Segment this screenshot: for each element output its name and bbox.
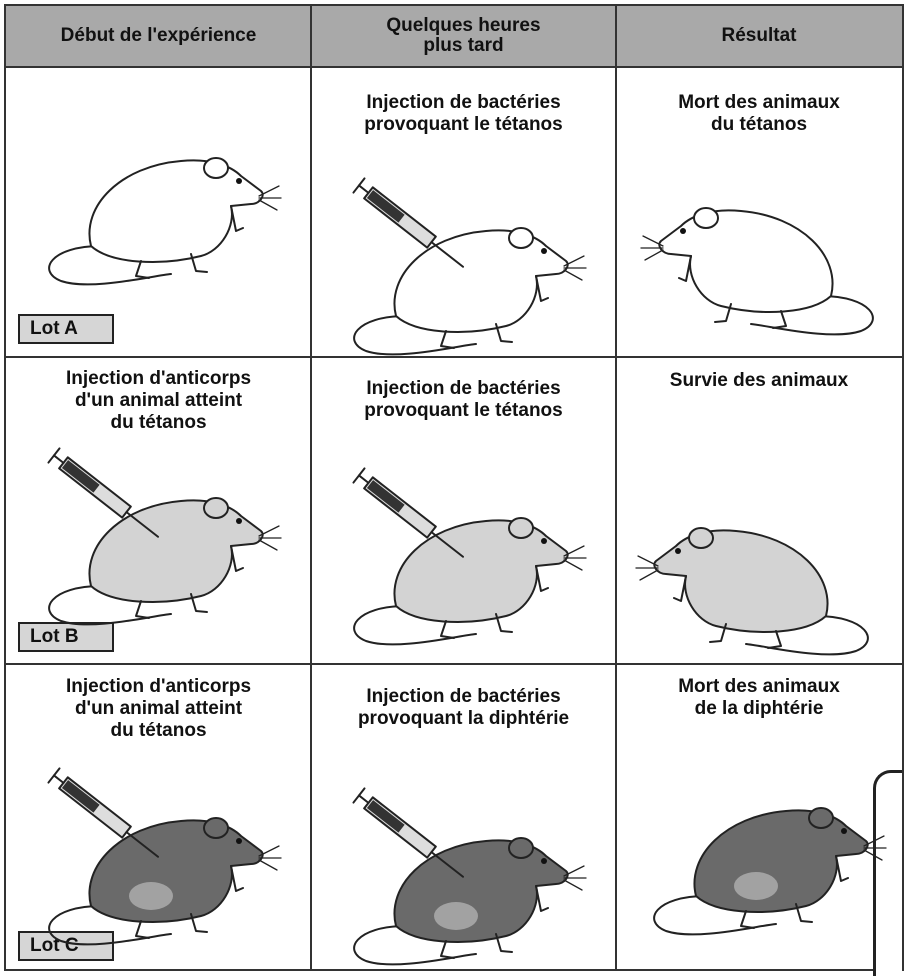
row-b-col1-line1: Injection d'anticorps bbox=[65, 368, 252, 389]
row-divider-1 bbox=[6, 356, 902, 358]
row-a-col2-line2: provoquant le tétanos bbox=[364, 114, 563, 135]
row-b-col2-line2: provoquant le tétanos bbox=[364, 400, 563, 421]
experiment-table: Début de l'expérience Quelques heures pl… bbox=[4, 4, 904, 976]
row-c-col1-line1: Injection d'anticorps bbox=[65, 676, 252, 697]
column-divider-1 bbox=[310, 6, 312, 969]
header-quelques-heures-line2: plus tard bbox=[423, 35, 504, 56]
row-a-col2-line1: Injection de bactéries bbox=[366, 92, 561, 113]
row-a-col3-text: Mort des animaux du tétanos bbox=[616, 92, 902, 136]
row-c-col3-line2: de la diphtérie bbox=[694, 698, 824, 719]
row-c-col1-line2: d'un animal atteint bbox=[74, 698, 243, 719]
lot-a-label: Lot A bbox=[30, 318, 78, 339]
row-b-col1-line2: d'un animal atteint bbox=[74, 390, 243, 411]
mouse-a-dead bbox=[640, 207, 874, 336]
lot-c-badge: Lot C bbox=[18, 931, 114, 961]
row-b-col2-text: Injection de bactéries provoquant le tét… bbox=[311, 378, 616, 422]
header-debut: Début de l'expérience bbox=[6, 6, 311, 68]
lot-b-label: Lot B bbox=[30, 626, 79, 647]
row-c-col3-text: Mort des animaux de la diphtérie bbox=[616, 676, 902, 720]
row-a-col3-line1: Mort des animaux bbox=[678, 92, 840, 113]
row-c-col2-text: Injection de bactéries provoquant la dip… bbox=[311, 686, 616, 730]
page-edge-decoration bbox=[873, 770, 902, 976]
row-divider-2 bbox=[6, 663, 902, 665]
mouse-c-injected bbox=[352, 787, 587, 966]
mouse-b-start bbox=[47, 447, 282, 626]
mouse-c-start bbox=[47, 767, 282, 946]
header-resultat-label: Résultat bbox=[721, 25, 797, 46]
header-resultat: Résultat bbox=[616, 6, 902, 68]
row-b-col1-line3: du tétanos bbox=[110, 412, 207, 433]
row-c-col2-line2: provoquant la diphtérie bbox=[357, 708, 570, 729]
mouse-a-start bbox=[48, 157, 282, 286]
row-b-col3-line1: Survie des animaux bbox=[669, 370, 849, 391]
column-divider-2 bbox=[615, 6, 617, 969]
mouse-b-injected bbox=[352, 467, 587, 646]
row-c-col1-line3: du tétanos bbox=[110, 720, 207, 741]
lot-c-label: Lot C bbox=[30, 935, 79, 956]
header-quelques-heures: Quelques heures plus tard bbox=[311, 6, 616, 68]
row-c-col2-line1: Injection de bactéries bbox=[366, 686, 561, 707]
row-a-col2-text: Injection de bactéries provoquant le tét… bbox=[311, 92, 616, 136]
row-b-col3-text: Survie des animaux bbox=[616, 370, 902, 392]
row-c-col3-line1: Mort des animaux bbox=[678, 676, 840, 697]
mouse-a-injected bbox=[352, 177, 587, 356]
lot-a-badge: Lot A bbox=[18, 314, 114, 344]
row-b-col1-text: Injection d'anticorps d'un animal attein… bbox=[6, 368, 311, 434]
header-quelques-heures-line1: Quelques heures bbox=[386, 15, 541, 36]
mouse-c-dead bbox=[653, 807, 887, 936]
lot-b-badge: Lot B bbox=[18, 622, 114, 652]
row-c-col1-text: Injection d'anticorps d'un animal attein… bbox=[6, 676, 311, 742]
mouse-b-survived bbox=[635, 527, 869, 656]
header-debut-label: Début de l'expérience bbox=[60, 25, 257, 46]
row-b-col2-line1: Injection de bactéries bbox=[366, 378, 561, 399]
row-a-col3-line2: du tétanos bbox=[710, 114, 808, 135]
